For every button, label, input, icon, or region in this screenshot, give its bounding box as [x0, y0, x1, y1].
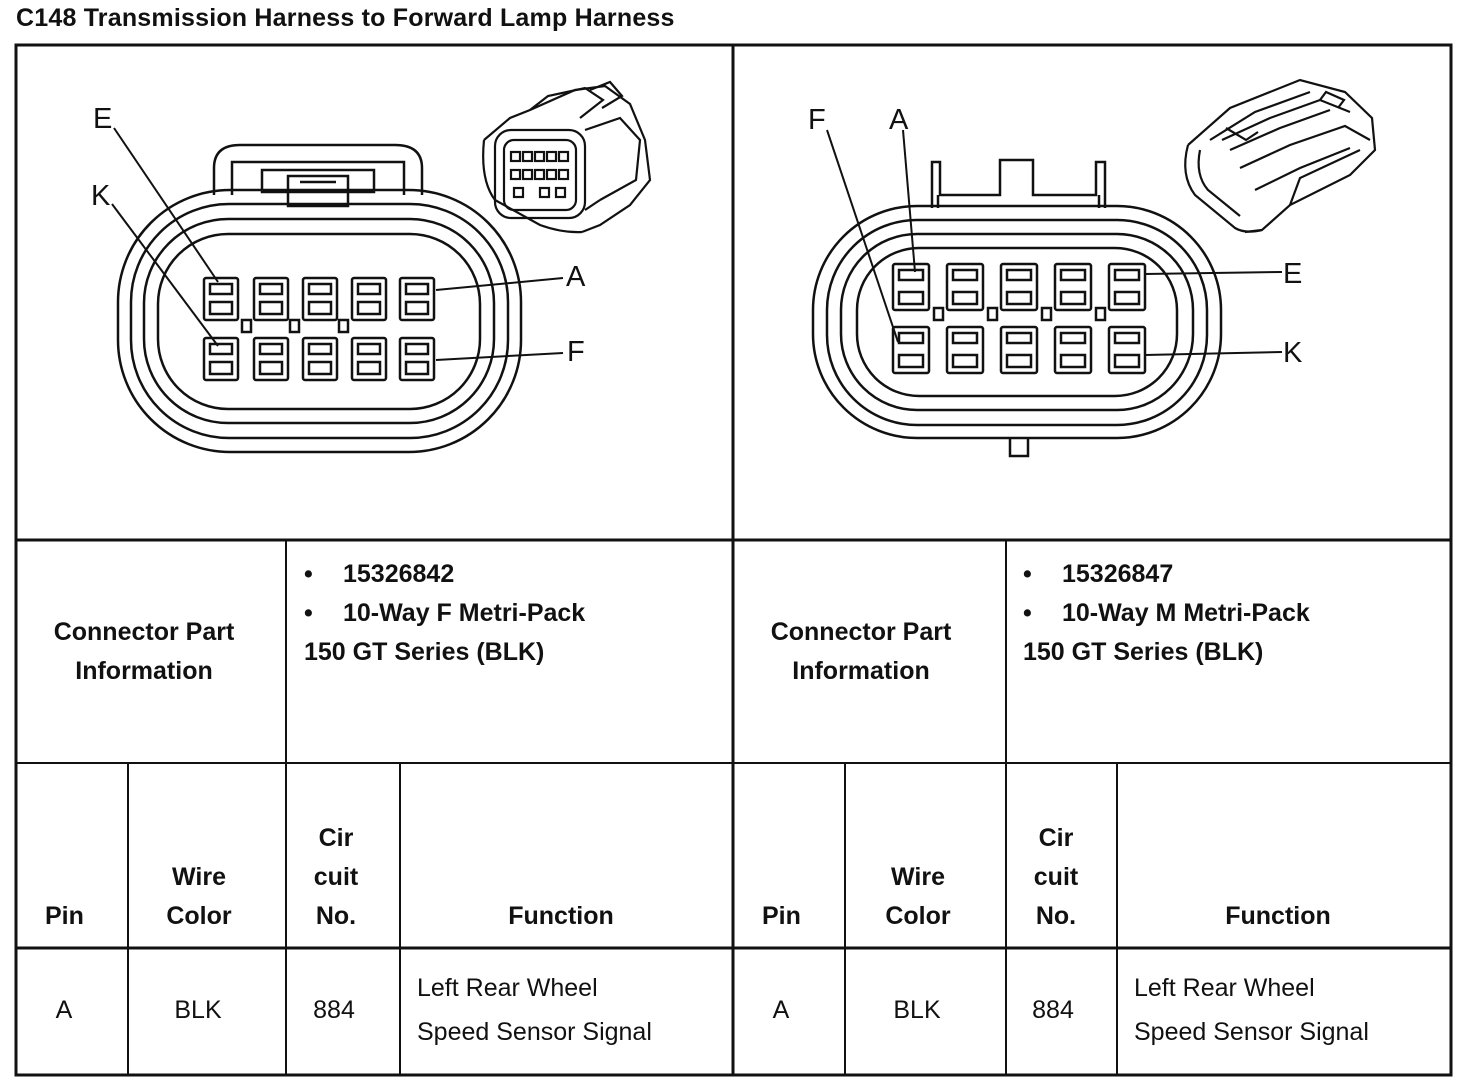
table-grid — [14, 43, 1453, 1077]
left-label-e: E — [93, 103, 112, 135]
terminal-cavity — [891, 262, 931, 312]
terminal-cavity — [999, 325, 1039, 375]
left-header-circuit-line1: Cir — [319, 824, 354, 852]
left-row-function-line1: Left Rear Wheel — [417, 974, 598, 1002]
right-header-circuit-line1: Cir — [1039, 824, 1074, 852]
terminal-cavity — [252, 336, 290, 382]
left-label-k: K — [91, 180, 111, 212]
left-header-function: Function — [508, 902, 614, 930]
terminal-cavity — [945, 262, 985, 312]
left-table-row: A BLK 884 Left Rear Wheel Speed Sensor S… — [56, 974, 652, 1046]
left-label-a: A — [566, 261, 586, 293]
diagram-title: C148 Transmission Harness to Forward Lam… — [16, 4, 675, 32]
polarization-key — [337, 318, 350, 334]
right-header-wire-line2: Color — [885, 902, 951, 930]
left-connector-type: 10-Way F Metri-Pack — [343, 599, 585, 627]
terminal-cavity — [202, 276, 240, 322]
terminal-cavity — [1053, 262, 1093, 312]
terminal-cavity — [891, 325, 931, 375]
terminal-cavity — [398, 276, 436, 322]
left-header-wire-line1: Wire — [172, 863, 226, 891]
left-row-circuit: 884 — [313, 996, 355, 1024]
terminal-cavity — [350, 276, 388, 322]
left-header-wire-line2: Color — [166, 902, 232, 930]
right-bullet-1: • — [1023, 560, 1032, 588]
right-label-a: A — [889, 104, 909, 136]
terminal-cavity — [999, 262, 1039, 312]
polarization-key — [1094, 306, 1107, 322]
left-connector-face — [116, 143, 523, 454]
terminal-cavity — [1053, 325, 1093, 375]
right-part-number: 15326847 — [1062, 560, 1173, 588]
polarization-key — [288, 318, 301, 334]
right-header-pin: Pin — [762, 902, 801, 930]
right-label-f: F — [808, 104, 826, 136]
terminal-cavity — [252, 276, 290, 322]
left-terminal-grid — [202, 276, 436, 382]
right-header-circuit-line2: cuit — [1034, 863, 1079, 891]
left-connector-series: 150 GT Series (BLK) — [304, 638, 544, 666]
right-label-e: E — [1283, 258, 1302, 290]
right-header-function: Function — [1225, 902, 1331, 930]
right-connector-type: 10-Way M Metri-Pack — [1062, 599, 1310, 627]
terminal-cavity — [1107, 325, 1147, 375]
terminal-cavity — [301, 276, 339, 322]
right-part-info-label-line2: Information — [792, 657, 930, 685]
left-row-wire-color: BLK — [174, 996, 222, 1024]
terminal-cavity — [202, 336, 240, 382]
right-part-info: Connector Part Information • 15326847 • … — [771, 560, 1310, 685]
left-bullet-2: • — [304, 599, 313, 627]
left-connector-3d-view — [482, 80, 652, 234]
left-header-circuit-line2: cuit — [314, 863, 359, 891]
terminal-cavity — [1107, 262, 1147, 312]
left-row-pin: A — [56, 996, 73, 1024]
left-header-circuit-line3: No. — [316, 902, 356, 930]
left-part-info-label-line2: Information — [75, 657, 213, 685]
right-column-headers: Pin Wire Color Cir cuit No. Function — [762, 824, 1331, 930]
left-part-info: Connector Part Information • 15326842 • … — [54, 560, 586, 685]
terminal-cavity — [301, 336, 339, 382]
right-table-row: A BLK 884 Left Rear Wheel Speed Sensor S… — [773, 974, 1369, 1046]
right-connector-face — [811, 158, 1223, 458]
left-column-headers: Pin Wire Color Cir cuit No. Function — [45, 824, 614, 930]
right-leader-lines — [826, 129, 1283, 356]
right-connector-series: 150 GT Series (BLK) — [1023, 638, 1263, 666]
left-3d-cavities — [509, 150, 570, 199]
right-part-info-label-line1: Connector Part — [771, 618, 952, 646]
left-leader-lines — [111, 127, 564, 361]
terminal-cavity — [945, 325, 985, 375]
right-row-pin: A — [773, 996, 790, 1024]
right-row-circuit: 884 — [1032, 996, 1074, 1024]
left-bullet-1: • — [304, 560, 313, 588]
right-bullet-2: • — [1023, 599, 1032, 627]
terminal-cavity — [350, 336, 388, 382]
polarization-key — [932, 306, 945, 322]
left-header-pin: Pin — [45, 902, 84, 930]
right-row-function-line1: Left Rear Wheel — [1134, 974, 1315, 1002]
polarization-key — [240, 318, 253, 334]
right-label-k: K — [1283, 337, 1303, 369]
polarization-key — [986, 306, 999, 322]
left-label-f: F — [567, 336, 585, 368]
right-terminal-grid — [891, 262, 1147, 375]
left-part-number: 15326842 — [343, 560, 454, 588]
right-header-circuit-line3: No. — [1036, 902, 1076, 930]
left-row-function-line2: Speed Sensor Signal — [417, 1018, 652, 1046]
right-row-wire-color: BLK — [893, 996, 941, 1024]
polarization-key — [1040, 306, 1053, 322]
left-part-info-label-line1: Connector Part — [54, 618, 235, 646]
right-row-function-line2: Speed Sensor Signal — [1134, 1018, 1369, 1046]
right-connector-3d-view — [1184, 78, 1377, 234]
terminal-cavity — [398, 336, 436, 382]
right-header-wire-line1: Wire — [891, 863, 945, 891]
